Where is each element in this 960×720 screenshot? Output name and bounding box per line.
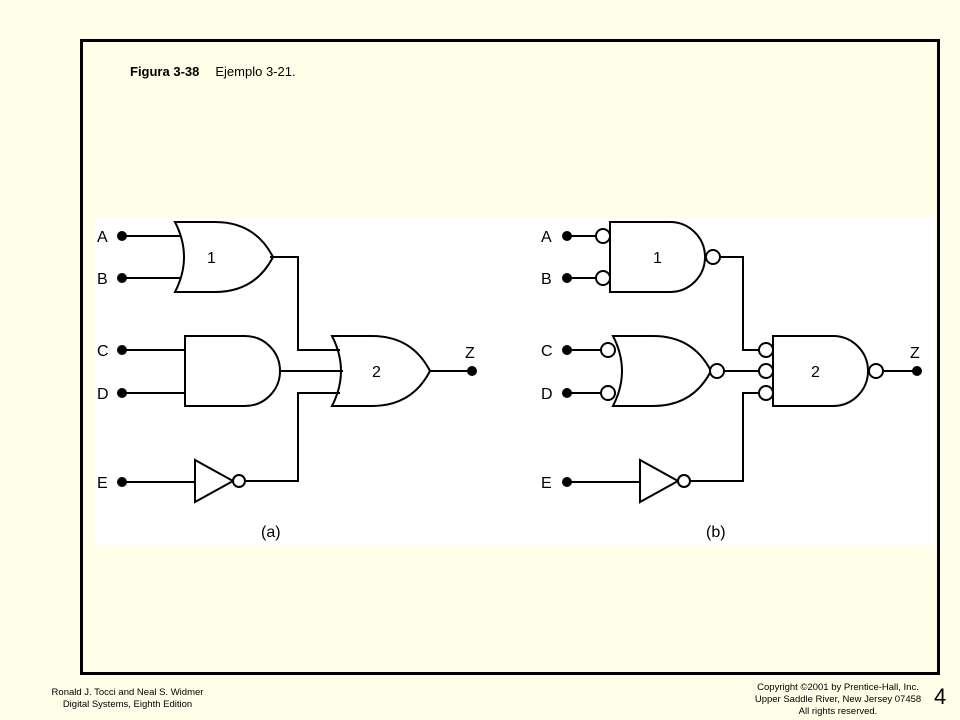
- input-bubble-b2-2: [758, 363, 774, 379]
- output-bubble-b-nor: [709, 363, 725, 379]
- page-number: 4: [934, 684, 947, 709]
- gate-label-a2: 2: [372, 364, 381, 381]
- input-dot-b-C: [562, 345, 572, 355]
- figure-title: Ejemplo 3-21.: [215, 64, 296, 79]
- input-dot-a-C: [117, 345, 127, 355]
- output-bubble-b2: [868, 363, 884, 379]
- input-dot-a-D: [117, 388, 127, 398]
- input-dot-a-E: [117, 477, 127, 487]
- footer-rights-line: All rights reserved.: [798, 706, 878, 717]
- footer-authors-line: Ronald J. Tocci and Neal S. Widmer: [51, 687, 204, 698]
- figure-caption: Figura 3-38 Ejemplo 3-21.: [130, 64, 296, 79]
- gate-label-b2: 2: [811, 364, 820, 381]
- circuit-diagram-panel: A B C D E 1 2 Z (a) A B C D E 1 2 Z (b): [95, 218, 935, 545]
- footer-book-line: Digital Systems, Eighth Edition: [62, 699, 193, 710]
- output-bubble-b1: [705, 249, 721, 265]
- wire-a-g1-out: [270, 256, 340, 351]
- input-bubble-b1-B: [595, 270, 611, 286]
- input-dot-a-B: [117, 273, 127, 283]
- inverter-bubble-b: [677, 474, 691, 488]
- nand-gate-b1: [609, 221, 706, 293]
- output-dot-a: [467, 366, 477, 376]
- footer-authors: Ronald J. Tocci and Neal S. Widmer Digit…: [35, 687, 220, 711]
- output-dot-b: [912, 366, 922, 376]
- input-label-b-B: B: [541, 271, 552, 288]
- inverter-bubble-a: [232, 474, 246, 488]
- input-dot-b-E: [562, 477, 572, 487]
- input-label-a-C: C: [97, 343, 109, 360]
- inverter-b: [639, 458, 681, 504]
- circuit-diagram: A B C D E 1 2 Z (a) A B C D E 1 2 Z (b): [97, 221, 922, 541]
- wire-a-inv-out: [245, 392, 340, 482]
- inverter-a: [194, 458, 236, 504]
- input-label-b-A: A: [541, 229, 552, 246]
- input-dot-b-D: [562, 388, 572, 398]
- input-bubble-b-C: [600, 342, 616, 358]
- wire-b-g1-out: [720, 256, 759, 351]
- input-bubble-b2-3: [758, 385, 774, 401]
- input-dot-a-A: [117, 231, 127, 241]
- input-bubble-b2-1: [758, 342, 774, 358]
- or-gate-a1: [173, 221, 275, 293]
- input-bubble-b-D: [600, 385, 616, 401]
- and-gate-a: [184, 335, 281, 407]
- footer-copyright-line: Copyright ©2001 by Prentice-Hall, Inc.: [757, 682, 919, 693]
- nor-gate-b: [611, 335, 713, 407]
- input-bubble-b1-A: [595, 228, 611, 244]
- or-gate-a2: [330, 335, 432, 407]
- footer-address-line: Upper Saddle River, New Jersey 07458: [754, 694, 922, 705]
- input-dot-b-B: [562, 273, 572, 283]
- wire-b-inv-out: [690, 392, 759, 482]
- input-label-b-E: E: [541, 475, 552, 492]
- output-label-b: Z: [910, 345, 920, 362]
- footer-copyright: Copyright ©2001 by Prentice-Hall, Inc. U…: [728, 682, 948, 718]
- sublabel-b: (b): [706, 524, 726, 541]
- gate-label-a1: 1: [207, 250, 216, 267]
- input-dot-b-A: [562, 231, 572, 241]
- input-label-b-C: C: [541, 343, 553, 360]
- sublabel-a: (a): [261, 524, 281, 541]
- circuit-a: [117, 221, 477, 504]
- input-label-a-D: D: [97, 386, 109, 403]
- input-label-a-A: A: [97, 229, 108, 246]
- figure-number: Figura 3-38: [130, 64, 200, 79]
- input-label-b-D: D: [541, 386, 553, 403]
- input-label-a-E: E: [97, 475, 108, 492]
- nand-gate-b2: [772, 335, 869, 407]
- circuit-b: [562, 221, 922, 504]
- gate-label-b1: 1: [653, 250, 662, 267]
- input-label-a-B: B: [97, 271, 108, 288]
- output-label-a: Z: [465, 345, 475, 362]
